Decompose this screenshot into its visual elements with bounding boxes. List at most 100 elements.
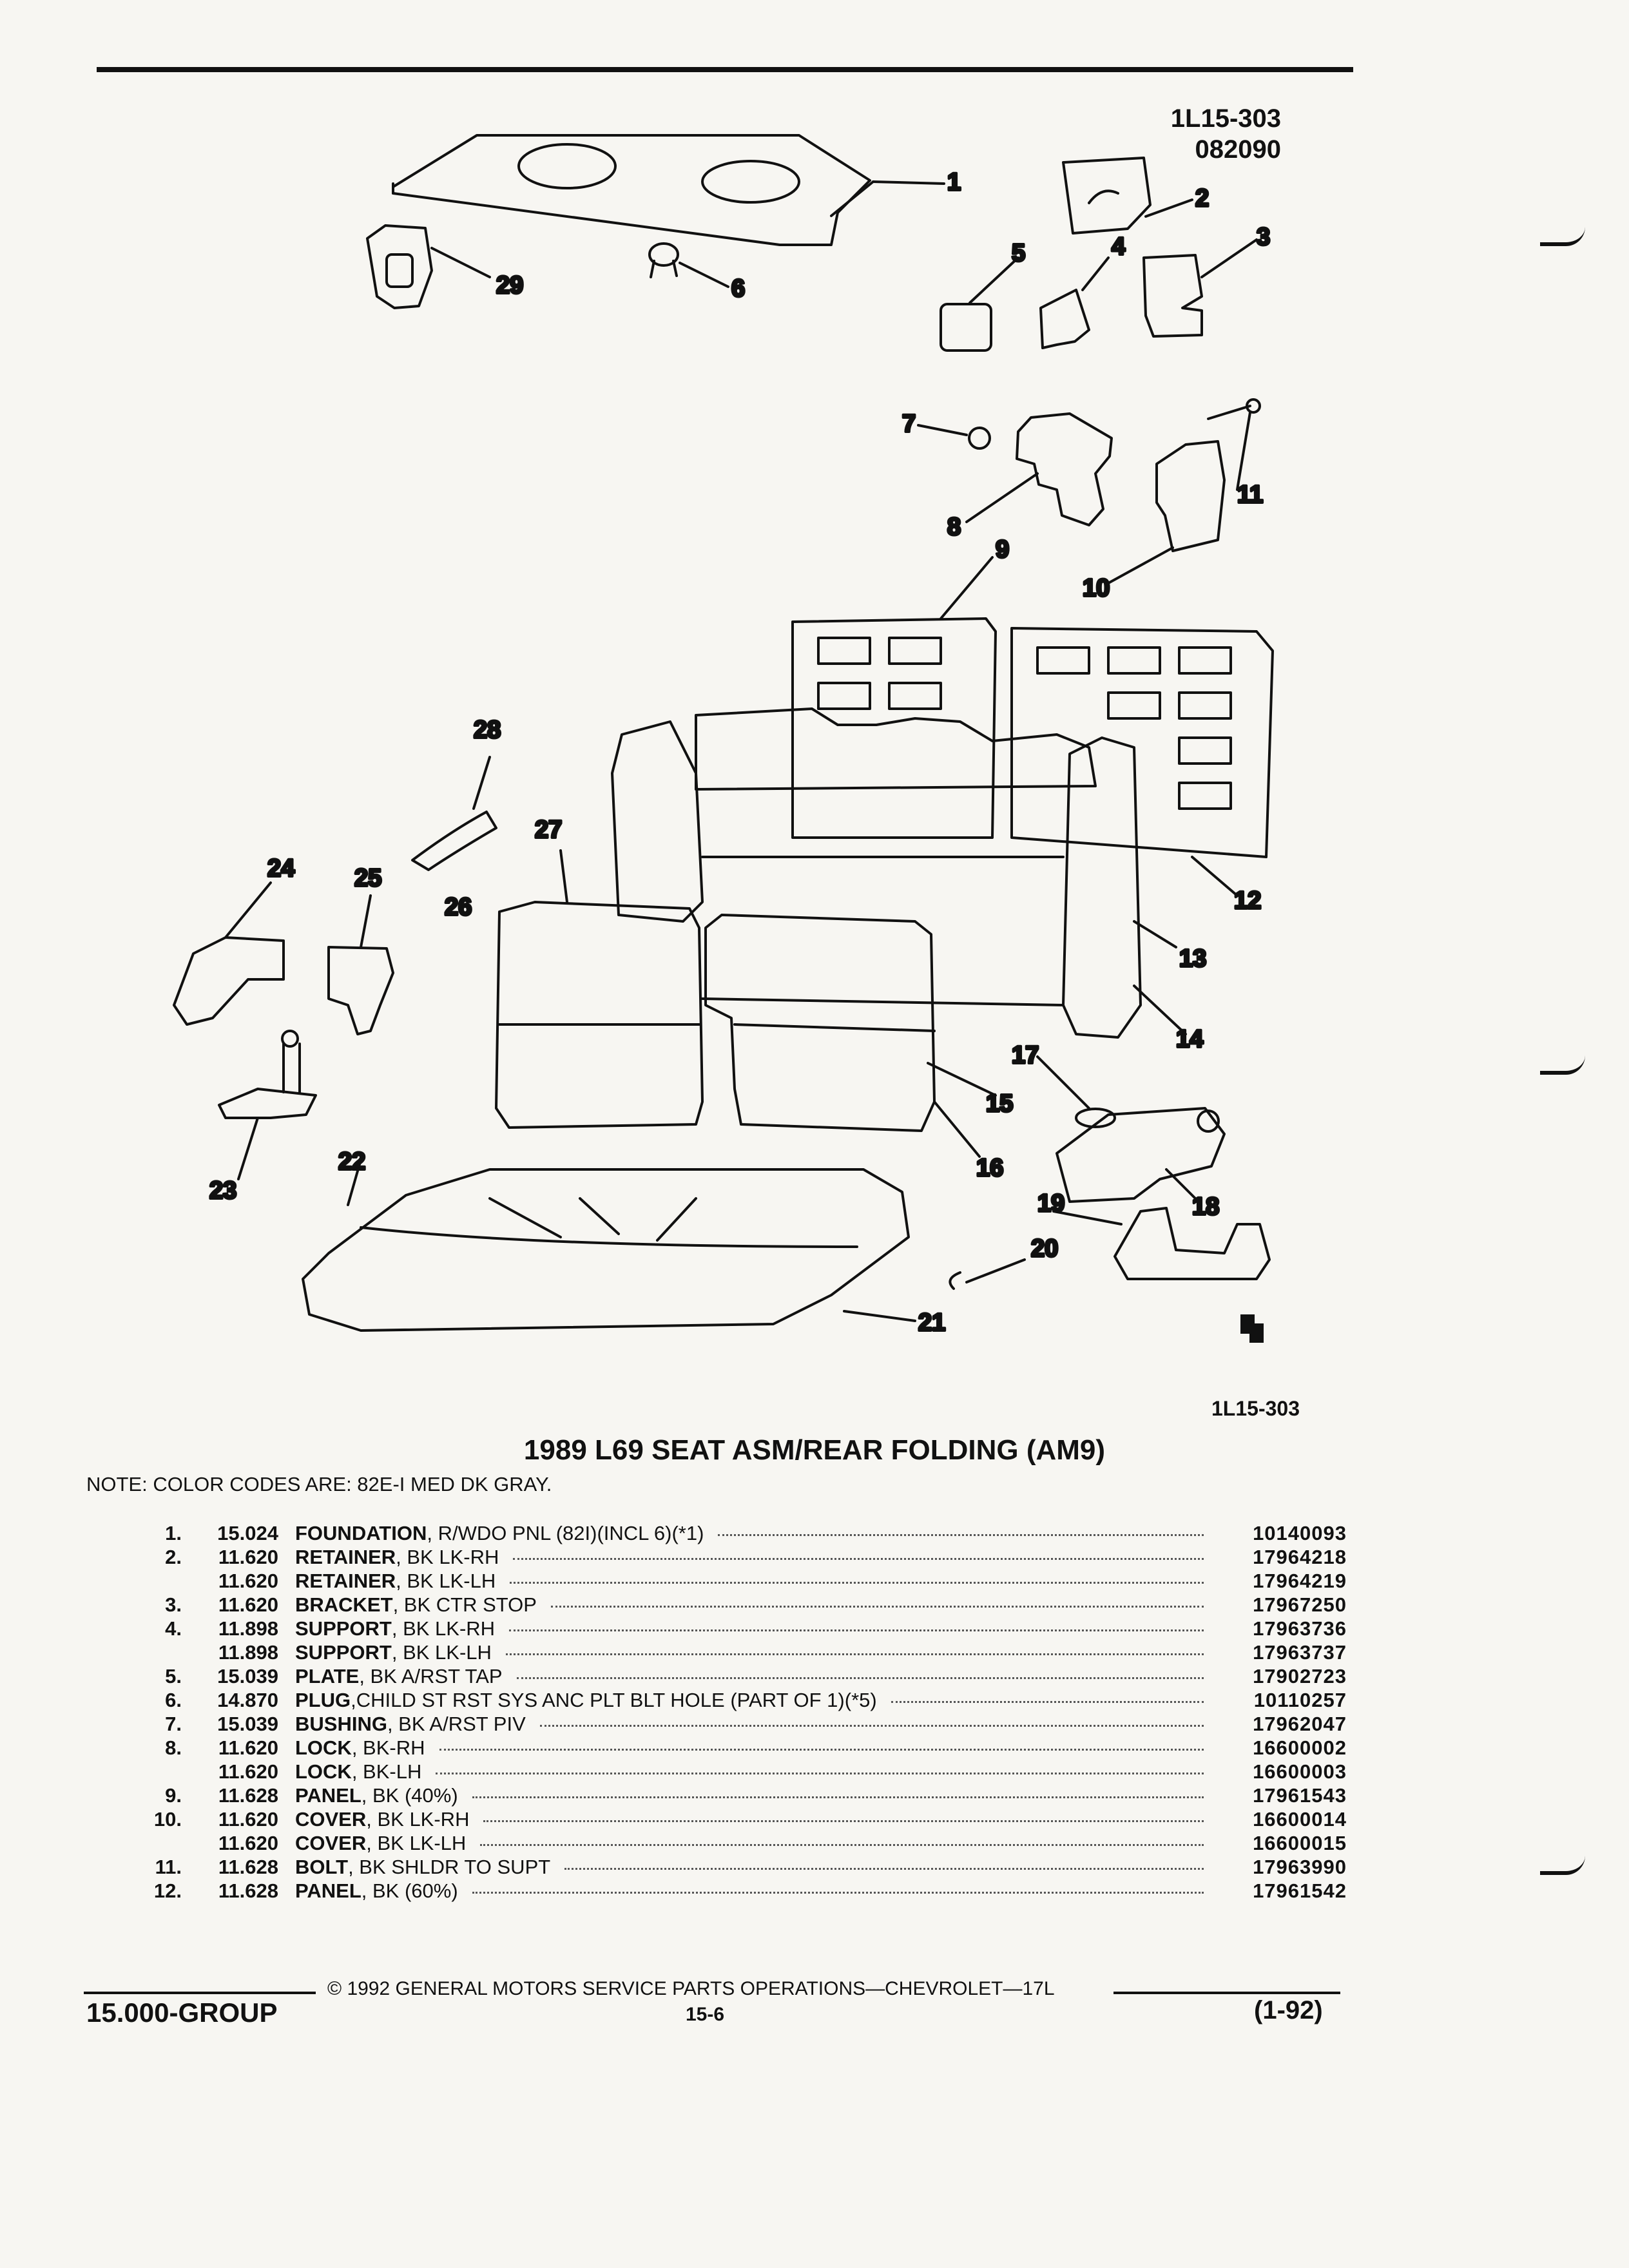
chevrolet-mark-icon bbox=[1240, 1314, 1264, 1343]
catalog-title: 1989 L69 SEAT ASM/REAR FOLDING (AM9) bbox=[523, 1434, 1106, 1466]
part-detail: , BK SHLDR TO SUPT bbox=[348, 1856, 551, 1878]
dot-leader bbox=[718, 1534, 1204, 1536]
callout-1: 1 bbox=[947, 169, 961, 196]
footer-rule-right bbox=[1113, 1992, 1340, 1994]
dot-leader bbox=[510, 1582, 1204, 1584]
part-11-bolt bbox=[1207, 398, 1261, 491]
dot-leader bbox=[539, 1725, 1204, 1727]
dot-leader bbox=[505, 1653, 1204, 1655]
part-description: BOLT, BK SHLDR TO SUPT bbox=[295, 1856, 550, 1879]
group-code: 15.039 bbox=[217, 1665, 278, 1687]
item-number: 1. bbox=[165, 1522, 182, 1544]
parts-list: 1. 15.024 FOUNDATION, R/WDO PNL (82I)(INCL… bbox=[122, 1522, 1347, 1903]
part-description: PLATE, BK A/RST TAP bbox=[295, 1665, 503, 1688]
part-detail: , BK LK-LH bbox=[366, 1832, 467, 1854]
item-number: 8. bbox=[165, 1736, 182, 1759]
edge-mark bbox=[1540, 1856, 1585, 1875]
item-number: 5. bbox=[165, 1665, 182, 1687]
part-detail: , BK A/RST PIV bbox=[387, 1713, 526, 1735]
part-name: COVER bbox=[295, 1808, 367, 1831]
part-detail: , BK CTR STOP bbox=[392, 1593, 537, 1616]
part-description: RETAINER, BK LK-LH bbox=[295, 1570, 496, 1593]
group-code: 11.898 bbox=[218, 1617, 278, 1640]
part-description: COVER, BK LK-RH bbox=[295, 1808, 469, 1831]
group-code: 11.628 bbox=[218, 1856, 278, 1878]
part-25-bracket bbox=[327, 894, 394, 1035]
callout-10: 10 bbox=[1083, 575, 1110, 602]
part-number: 17902723 bbox=[1253, 1665, 1347, 1687]
callout-19: 19 bbox=[1037, 1190, 1065, 1217]
exploded-parts-diagram: 1 2 3 4 5 6 7 8 9 10 11 12 13 14 15 16 1… bbox=[173, 134, 1274, 1343]
part-detail: ,CHILD ST RST SYS ANC PLT BLT HOLE (PART… bbox=[351, 1689, 877, 1711]
part-detail: , BK LK-LH bbox=[396, 1570, 496, 1592]
part-8-lock bbox=[965, 412, 1113, 526]
item-number: 11. bbox=[155, 1856, 182, 1878]
group-code: 15.024 bbox=[217, 1522, 278, 1544]
callout-24: 24 bbox=[267, 855, 294, 882]
part-detail: , BK LK-RH bbox=[396, 1546, 499, 1568]
callout-17: 17 bbox=[1012, 1042, 1039, 1069]
top-rule bbox=[97, 67, 1353, 72]
part-name: PLATE bbox=[295, 1665, 360, 1687]
callout-27: 27 bbox=[535, 816, 562, 843]
part-15-cushion-back-right bbox=[704, 914, 997, 1158]
item-number: 10. bbox=[153, 1808, 182, 1831]
revision-date: (1-92) bbox=[1254, 1996, 1323, 2024]
part-28-strap bbox=[411, 756, 497, 871]
figure-code-block: 1L15-303 082090 bbox=[1171, 103, 1281, 165]
item-number: 4. bbox=[165, 1617, 182, 1640]
callout-4: 4 bbox=[1112, 233, 1125, 260]
part-name: SUPPORT bbox=[295, 1641, 392, 1664]
item-number: 3. bbox=[165, 1593, 182, 1616]
part-description: SUPPORT, BK LK-RH bbox=[295, 1617, 495, 1640]
group-code: 11.620 bbox=[218, 1570, 278, 1592]
callout-20: 20 bbox=[1031, 1235, 1058, 1262]
dot-leader bbox=[472, 1796, 1204, 1798]
part-description: PANEL, BK (60%) bbox=[295, 1879, 458, 1903]
part-number: 10140093 bbox=[1253, 1522, 1347, 1544]
part-number: 10110257 bbox=[1253, 1689, 1347, 1711]
group-code: 11.620 bbox=[218, 1832, 278, 1854]
parts-row: 5. 15.039 PLATE, BK A/RST TAP 17902723 bbox=[122, 1665, 1347, 1689]
part-name: BUSHING bbox=[295, 1713, 387, 1735]
part-name: BOLT bbox=[295, 1856, 349, 1878]
part-detail: , BK LK-RH bbox=[366, 1808, 470, 1831]
part-number: 17963990 bbox=[1253, 1856, 1347, 1878]
part-number: 17964218 bbox=[1253, 1546, 1347, 1568]
callout-15: 15 bbox=[986, 1090, 1013, 1117]
dot-leader bbox=[564, 1868, 1204, 1870]
callout-8: 8 bbox=[947, 514, 961, 541]
callout-25: 25 bbox=[354, 865, 381, 892]
part-detail: , BK (60%) bbox=[361, 1879, 458, 1902]
part-number: 17961542 bbox=[1253, 1879, 1347, 1902]
part-1-foundation-panel bbox=[392, 134, 945, 246]
part-description: SUPPORT, BK LK-LH bbox=[295, 1641, 492, 1664]
group-code: 11.898 bbox=[218, 1641, 278, 1664]
item-number: 9. bbox=[165, 1784, 182, 1807]
part-number: 17962047 bbox=[1253, 1713, 1347, 1735]
part-name: RETAINER bbox=[295, 1570, 396, 1592]
part-name: PLUG bbox=[295, 1689, 351, 1711]
part-description: PLUG,CHILD ST RST SYS ANC PLT BLT HOLE (… bbox=[295, 1689, 877, 1712]
part-name: SUPPORT bbox=[295, 1617, 392, 1640]
part-name: LOCK bbox=[295, 1736, 352, 1759]
dot-leader bbox=[513, 1558, 1204, 1560]
part-number: 16600002 bbox=[1253, 1736, 1347, 1759]
part-name: BRACKET bbox=[295, 1593, 393, 1616]
group-code: 11.628 bbox=[218, 1784, 278, 1807]
part-name: RETAINER bbox=[295, 1546, 396, 1568]
part-name: FOUNDATION bbox=[295, 1522, 427, 1544]
part-9-panel-40 bbox=[791, 556, 997, 839]
part-5-plate bbox=[940, 256, 1019, 352]
part-7-bushing bbox=[917, 424, 991, 450]
part-name: PANEL bbox=[295, 1784, 361, 1807]
callout-18: 18 bbox=[1192, 1193, 1219, 1220]
part-detail: , R/WDO PNL (82I)(INCL 6)(*1) bbox=[427, 1522, 704, 1544]
part-3-bracket bbox=[1142, 238, 1258, 338]
part-24-bracket bbox=[173, 881, 285, 1026]
part-number: 16600003 bbox=[1253, 1760, 1347, 1783]
part-name: LOCK bbox=[295, 1760, 352, 1783]
